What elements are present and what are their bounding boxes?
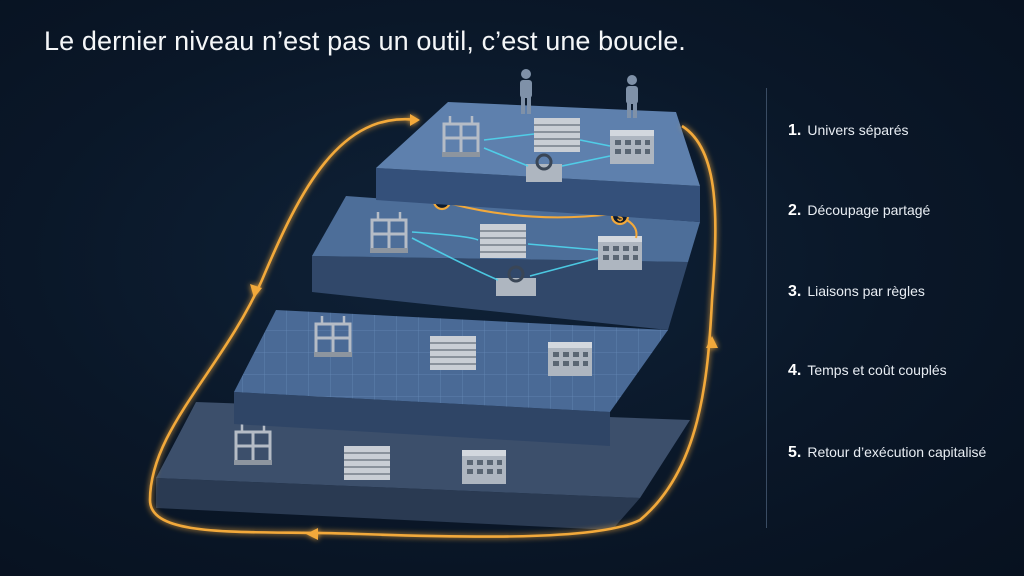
tier-2: $: [312, 191, 700, 330]
step-4: 4. Temps et coût couplés: [788, 362, 947, 380]
step-label: Découpage partagé: [807, 202, 931, 218]
building-icon: [598, 236, 642, 270]
step-1: 1. Univers séparés: [788, 122, 909, 140]
building-icon: [343, 445, 391, 481]
step-label: Univers séparés: [807, 122, 909, 138]
person-icon: [520, 69, 532, 114]
svg-text:$: $: [617, 212, 623, 224]
person-icon: [626, 75, 638, 118]
building-icon: [533, 117, 581, 153]
building-icon: [479, 223, 527, 259]
step-number: 1.: [788, 122, 802, 139]
page-title: Le dernier niveau n’est pas un outil, c’…: [44, 26, 686, 56]
building-icon: [548, 342, 592, 376]
step-number: 3.: [788, 283, 802, 300]
gear-icon: [496, 265, 536, 296]
step-number: 4.: [788, 362, 802, 379]
step-number: 2.: [788, 202, 802, 219]
step-label: Liaisons par règles: [807, 283, 925, 299]
tier-1: [376, 69, 700, 222]
step-label: Retour d’exécution capitalisé: [807, 444, 987, 460]
building-icon: [429, 335, 477, 371]
feedback-loop: [148, 114, 718, 540]
step-5: 5. Retour d’exécution capitalisé: [788, 444, 986, 462]
step-label: Temps et coût couplés: [807, 362, 947, 378]
step-3: 3. Liaisons par règles: [788, 283, 925, 301]
building-icon: [610, 130, 654, 164]
tier-3: [234, 310, 668, 446]
step-2: 2. Découpage partagé: [788, 202, 930, 220]
building-icon: [462, 450, 506, 484]
step-number: 5.: [788, 444, 802, 461]
gear-icon: [526, 153, 562, 182]
divider: [766, 88, 767, 528]
